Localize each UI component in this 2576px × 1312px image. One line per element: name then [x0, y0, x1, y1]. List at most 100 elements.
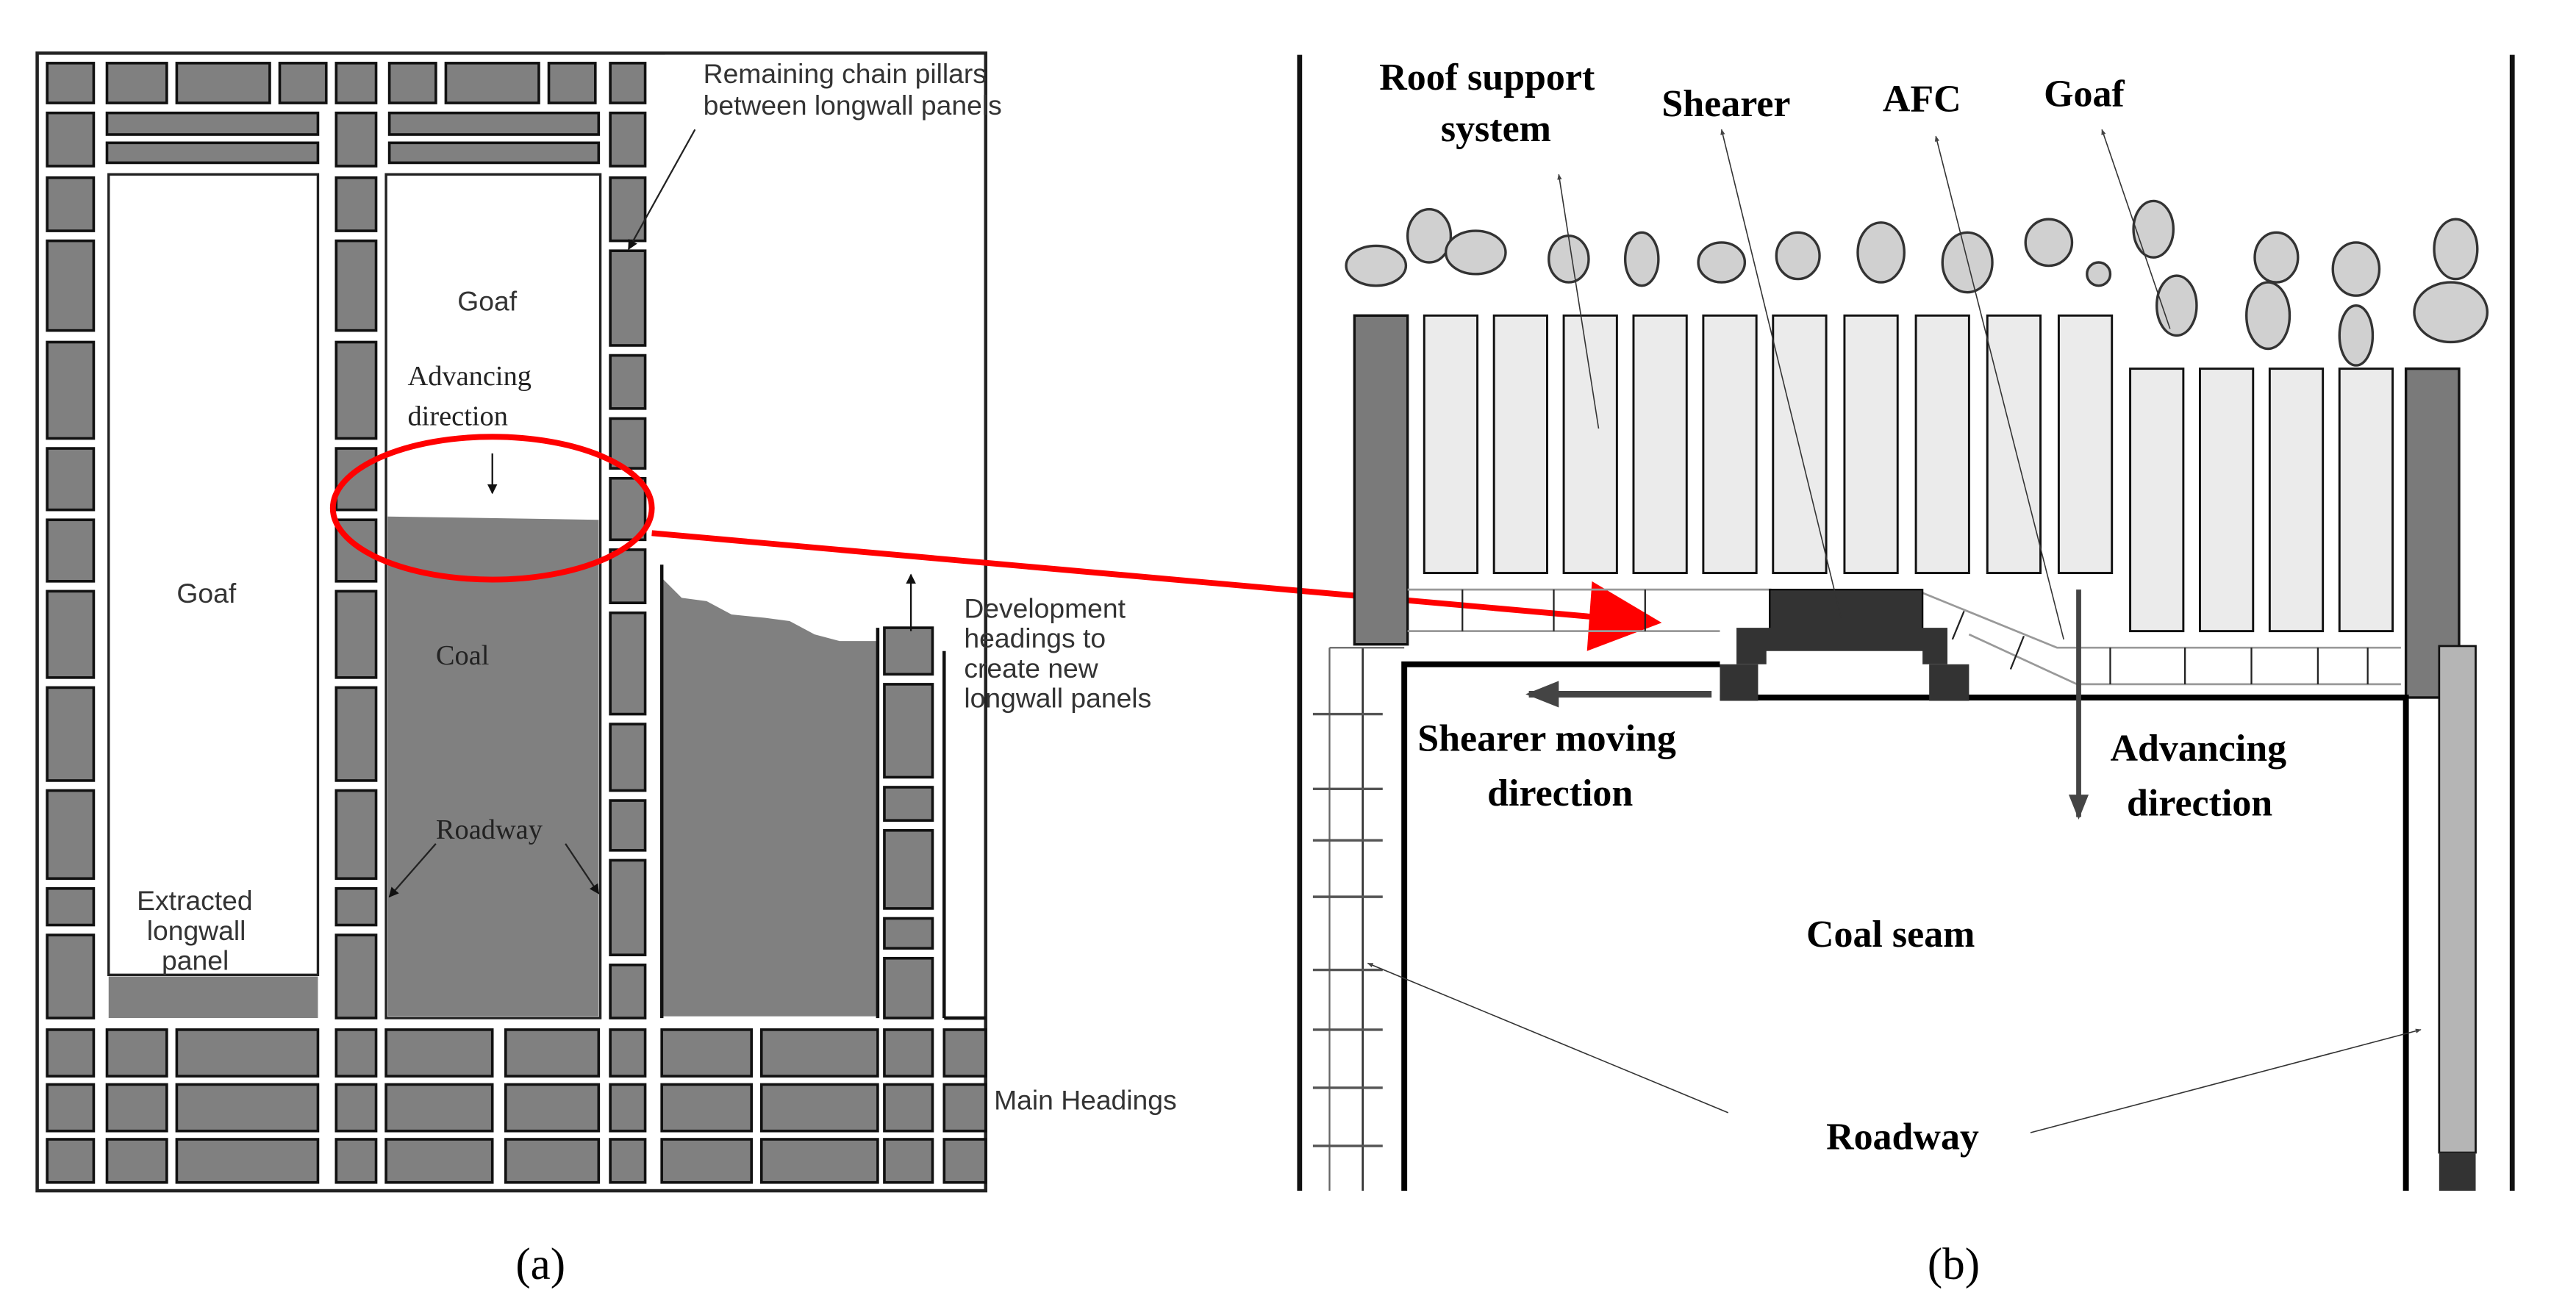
goaf-rock — [1856, 221, 1906, 284]
pillar — [504, 1028, 601, 1078]
roof-support-shield — [1772, 314, 1828, 574]
coal-label: Coal — [436, 640, 490, 671]
pillar — [46, 686, 96, 782]
zoom-connector-arrow — [651, 530, 1662, 651]
chain-pillars-label-line2: between longwall panels — [704, 90, 1002, 121]
pillar — [609, 723, 647, 792]
pillar — [46, 887, 96, 927]
goaf-rock — [2245, 281, 2291, 351]
goaf-rock — [2338, 304, 2375, 367]
goaf-rock — [2086, 261, 2112, 287]
unmined-coal-block — [662, 578, 878, 1017]
shearer-machine — [1720, 588, 1969, 701]
advancing-label-line2: direction — [2127, 782, 2272, 824]
roof-support-shield — [1843, 314, 1899, 574]
pillar — [334, 447, 378, 512]
pillar — [46, 1083, 96, 1133]
pillar — [334, 686, 378, 782]
pillar — [759, 1028, 879, 1078]
pillar — [504, 1083, 601, 1133]
pillar — [46, 789, 96, 881]
pillar — [609, 963, 647, 1019]
pillar — [105, 1083, 168, 1133]
roadway-pointer-right — [2030, 1028, 2422, 1133]
unmined-area — [665, 54, 984, 603]
roof-support-shield — [1562, 314, 1618, 574]
pillar — [609, 62, 647, 104]
pillar — [660, 1028, 753, 1078]
roof-support-shield — [1492, 314, 1548, 574]
extracted-label-line3: panel — [162, 945, 229, 976]
pillar — [46, 111, 96, 168]
pillar — [334, 789, 378, 881]
pillar — [334, 111, 378, 168]
pillar — [883, 786, 934, 822]
extracted-panel-goaf — [107, 173, 320, 977]
goaf-rock — [1775, 231, 1821, 281]
pillar — [46, 447, 96, 512]
advancing-label-line2: direction — [407, 401, 508, 431]
pillar — [609, 111, 647, 168]
pillar — [334, 176, 378, 232]
pillar-grid — [46, 62, 987, 1184]
pillar — [609, 176, 647, 243]
pillar — [384, 1028, 494, 1078]
pillar — [609, 1028, 647, 1078]
goaf-rock — [2433, 218, 2479, 281]
roof-support-shield — [1423, 314, 1479, 574]
pillar — [46, 933, 96, 1019]
pillar — [883, 1028, 934, 1078]
pillar — [46, 176, 96, 232]
pillar — [278, 62, 328, 104]
pillar — [942, 1028, 987, 1078]
pillar — [105, 111, 320, 136]
roadway-pointer-right — [565, 843, 600, 895]
pillar — [883, 828, 934, 910]
pillar — [105, 1138, 168, 1184]
coal-seam-boundary-left — [1401, 661, 1720, 1191]
afc-pointer — [1934, 135, 2064, 640]
pillar — [334, 340, 378, 440]
pillar — [547, 62, 597, 104]
pillar — [334, 62, 378, 104]
pillar — [660, 1138, 753, 1184]
pillar — [46, 589, 96, 679]
pillar — [444, 62, 540, 104]
pillar — [883, 1083, 934, 1133]
pillar — [105, 141, 320, 165]
pillar — [942, 1083, 987, 1133]
pillar — [609, 354, 647, 410]
left-roadway — [1312, 647, 1405, 1191]
right-gate-support — [2404, 367, 2461, 699]
goaf-left-label: Goaf — [176, 578, 236, 609]
panel-b-longwall-face: Roof support system Shearer AFC Goaf She… — [1297, 54, 2515, 1289]
pillar — [334, 1138, 378, 1184]
pillar — [609, 476, 647, 542]
goaf-rock — [2413, 281, 2489, 344]
pillar — [384, 1138, 494, 1184]
panel-b-caption: (b) — [1928, 1240, 1980, 1289]
pillar — [334, 1083, 378, 1133]
roadway-pointer-left — [1367, 962, 1729, 1114]
roadway-label: Roadway — [1826, 1116, 1979, 1158]
roof-support-shield — [2268, 368, 2325, 633]
pillar — [175, 1138, 320, 1184]
pillar — [334, 589, 378, 679]
afc-label: AFC — [1883, 78, 1961, 120]
highlight-ellipse — [329, 434, 655, 583]
roof-support-shield — [2129, 368, 2185, 633]
panel-a-longwall-layout: Remaining chain pillars between longwall… — [35, 51, 1177, 1289]
pillar — [175, 62, 271, 104]
roof-support-label-line1: Roof support — [1379, 57, 1595, 98]
goaf-rock — [1623, 231, 1660, 287]
goaf-pointer — [2101, 129, 2171, 329]
shearer-moving-label-line1: Shearer moving — [1417, 717, 1676, 759]
roadway-label: Roadway — [436, 814, 543, 845]
goaf-rock — [2155, 274, 2198, 337]
pillar — [46, 1028, 96, 1078]
extracted-label-line2: longwall — [147, 915, 246, 946]
pillar — [883, 626, 934, 676]
goaf-rock — [2253, 231, 2300, 284]
pillar — [334, 933, 378, 1019]
